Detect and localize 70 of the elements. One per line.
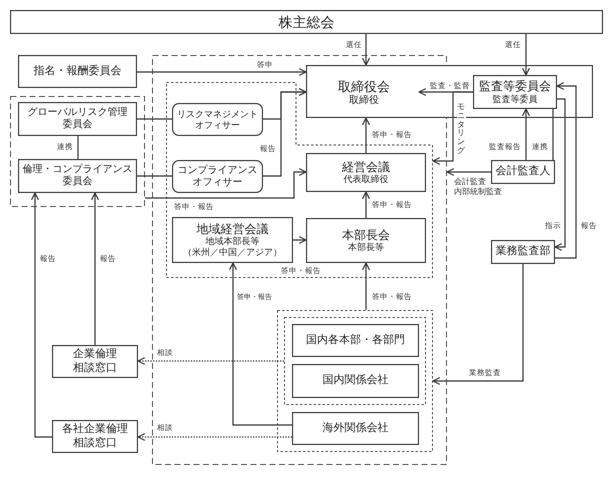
title-text: コンプライアンスオフィサー [176,164,258,188]
org-box [491,160,555,184]
subtitle-text: （米州／中国／アジア） [183,247,282,258]
subtitle-text: 地域本部長等 [206,236,260,248]
edge-label: 会計監査内部統制監査 [454,177,503,198]
org-box [18,159,137,193]
title-text: 経営会議 [342,160,390,174]
group-frame [277,310,433,452]
arrow [432,91,473,165]
subtitle-text: 代表取締役 [344,174,388,186]
title-text: 取締役会 [338,79,390,94]
arrow [145,168,307,199]
org-box [52,420,138,453]
org-box [491,240,555,264]
title-text: 倫理・コンプライアンス委員会 [22,164,134,188]
title-text: リスクマネジメントオフィサー [176,108,259,130]
arrow [446,168,491,176]
group-frame [284,317,426,405]
rounded-box [172,103,263,136]
arrow [522,34,530,76]
connector-line [77,136,79,159]
org-box [18,55,137,88]
arrow [263,88,307,177]
arrow [522,108,530,160]
org-box [292,412,419,445]
connector-line [137,175,172,177]
org-box [473,75,557,109]
title-text: 業務監査部 [496,245,550,259]
arrow [362,262,370,310]
title-text: 国内関係会社 [322,374,388,388]
org-box [306,65,593,118]
title-text: 国内各本部・各部門 [306,334,405,348]
title-text: 海外関係会社 [322,422,388,436]
title-text: 各社企業倫理相談窓口 [61,423,129,450]
org-box [10,10,603,34]
title-text: 株主総会 [278,14,334,30]
org-box [18,102,137,136]
arrow [137,433,292,441]
arrow [293,236,307,244]
title-text: 企業倫理相談窓口 [72,348,118,375]
arrow [555,82,577,259]
title-text: グローバルリスク管理委員会 [26,107,128,131]
arrow [362,34,370,66]
arrow [91,192,99,345]
arrow [362,117,370,153]
connector-line [552,109,554,160]
title-text: 会計監査人 [496,165,550,179]
subtitle-text: 本部長等 [348,242,384,254]
subtitle-text: 取締役 [349,94,379,107]
org-box [292,324,419,357]
org-box [172,217,293,263]
org-box [306,218,426,263]
arrow [137,68,307,76]
arrow [229,262,292,426]
arrow [137,357,284,365]
arrow [432,264,524,385]
title-text: 本部長会 [342,228,390,242]
connector-line [137,118,172,120]
arrow [554,98,566,251]
group-frame [10,96,145,207]
arrow [362,191,370,218]
org-box [52,345,138,378]
title-text: 監査等委員会 [479,79,551,94]
org-box [292,364,419,398]
subtitle-text: 監査等委員 [492,94,538,105]
arrow [31,192,52,438]
org-box [306,153,426,192]
title-text: 指名・報酬委員会 [34,64,122,78]
rounded-box [172,160,263,193]
title-text: 地域経営会議 [196,222,268,236]
